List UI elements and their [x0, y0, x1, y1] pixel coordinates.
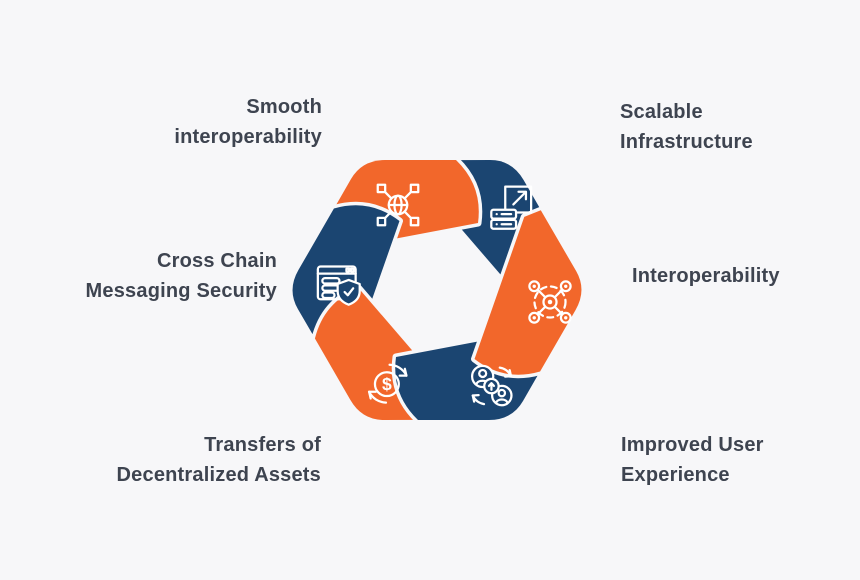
server-scale-icon	[490, 185, 533, 230]
label-line: Transfers of	[204, 434, 321, 456]
label-interoperability: Interoperability	[632, 261, 780, 291]
label-scalable-infrastructure: Scalable Infrastructure	[620, 97, 753, 157]
label-line: Infrastructure	[620, 131, 753, 153]
label-transfers-of-decentralized-assets: Transfers of Decentralized Assets	[117, 430, 321, 490]
label-line: Experience	[621, 464, 730, 486]
label-line: Smooth	[246, 96, 322, 118]
dollar-exchange-icon: $	[367, 363, 408, 404]
label-cross-chain-messaging-security: Cross Chain Messaging Security	[86, 246, 277, 306]
blockchain-network-icon	[376, 183, 420, 227]
connected-nodes-icon	[528, 280, 572, 324]
secure-browser-icon	[316, 265, 361, 306]
label-line: Messaging Security	[85, 280, 277, 302]
label-line: interoperability	[174, 126, 322, 148]
svg-text:$: $	[382, 374, 392, 394]
label-line: Cross Chain	[156, 250, 277, 272]
segment-interoperability	[471, 206, 585, 379]
label-improved-user-experience: Improved User Experience	[621, 430, 764, 490]
label-smooth-interoperability: Smooth interoperability	[174, 92, 322, 152]
users-sync-icon	[470, 364, 513, 407]
label-line: Improved User	[621, 434, 764, 456]
label-line: Interoperability	[632, 265, 780, 287]
label-line: Decentralized Assets	[116, 464, 321, 486]
label-line: Scalable	[620, 101, 703, 123]
